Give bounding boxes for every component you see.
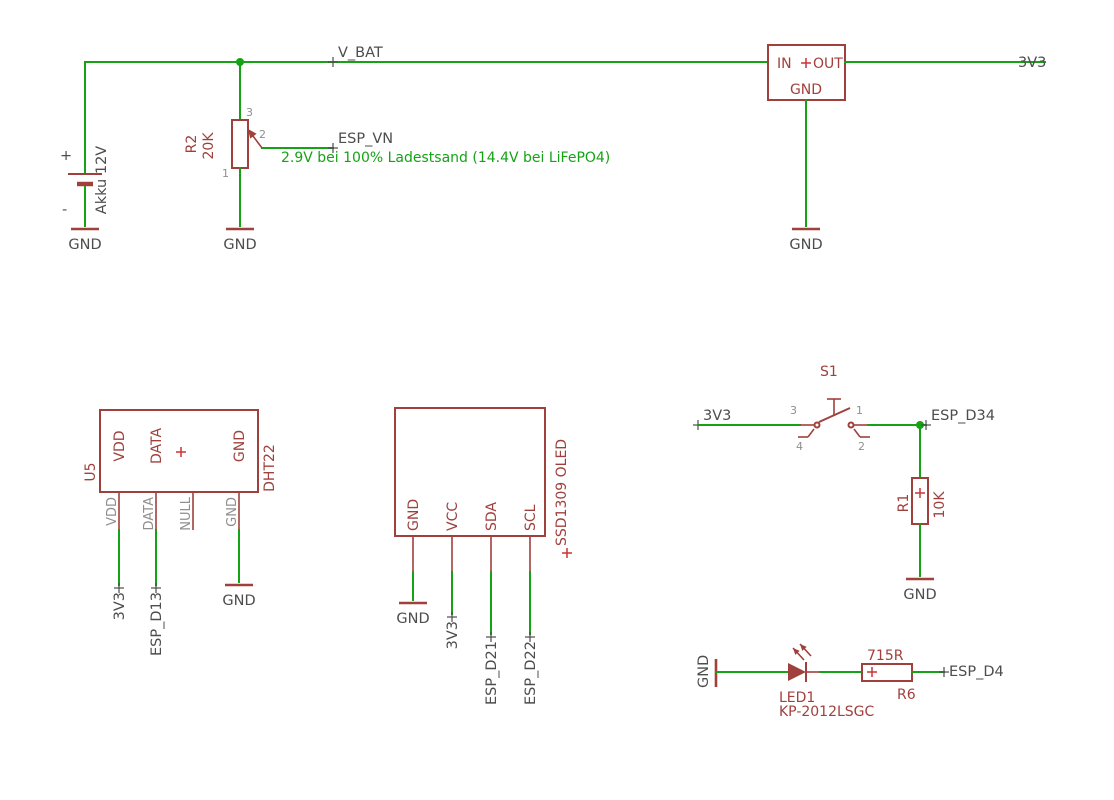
oled-pin-label-sda: SDA xyxy=(484,502,500,531)
oled-body xyxy=(394,407,546,537)
dht22-sensor: VDD DATA GND U5 DHT22 VDD DATA NULL GND … xyxy=(83,409,278,656)
part-origin-cross xyxy=(866,666,878,678)
switch-pin2-number: 2 xyxy=(858,440,865,453)
oled-display: GND VCC SDA SCL SSD1309 OLED GND 3V3 ESP… xyxy=(394,407,573,705)
dht22-pin-label-vdd: VDD xyxy=(105,497,120,526)
charge-note-text: 2.9V bei 100% Ladestsand (14.4V bei LiFe… xyxy=(281,150,610,166)
led-ref-label: LED1 xyxy=(779,690,815,706)
battery-value-label: Akku 12V xyxy=(94,146,110,215)
dht22-pin-label-null: NULL xyxy=(179,496,194,530)
net-label-esp-d22: ESP_D22 xyxy=(523,641,539,705)
net-label-anchor-cross xyxy=(938,666,950,678)
gnd-label: GND xyxy=(68,237,101,253)
net-label-anchor-cross xyxy=(446,611,458,623)
pot-pin3-number: 3 xyxy=(246,106,253,119)
net-label-anchor-cross xyxy=(920,419,932,431)
switch-pole-link xyxy=(853,428,861,438)
oled-pin-label-gnd: GND xyxy=(406,499,422,531)
switch-pin4-number: 4 xyxy=(796,440,803,453)
net-label-esp-d4: ESP_D4 xyxy=(949,664,1004,680)
pot-wiper-arrowhead xyxy=(248,129,257,139)
gnd-label: GND xyxy=(789,237,822,253)
switch-pin3-number: 3 xyxy=(790,404,797,417)
net-label-vbat: V_BAT xyxy=(338,45,383,61)
dht22-pin-label-data: DATA xyxy=(142,497,157,531)
led-circuit: GND LED1 KP-2012LSGC 715R R6 ESP_D4 xyxy=(696,643,1004,720)
battery-minus-sign: - xyxy=(62,202,67,218)
potentiometer-r2: 3 2 1 R2 20K ESP_VN 2.9V bei 100% Ladest… xyxy=(184,61,610,253)
net-label-anchor-cross xyxy=(150,582,162,594)
switch-s1: S1 3V3 3 1 4 2 ESP_D34 xyxy=(692,364,995,453)
pot-ref-label: R2 xyxy=(184,135,200,154)
switch-contact xyxy=(813,421,821,429)
voltage-regulator: IN OUT GND GND 3V3 xyxy=(767,44,1046,253)
led-value-label: KP-2012LSGC xyxy=(779,704,875,720)
pot-pin1-number: 1 xyxy=(222,167,229,180)
regulator-pin-out-label: OUT xyxy=(813,56,843,72)
gnd-label: GND xyxy=(903,587,936,603)
gnd-label: GND xyxy=(696,655,712,688)
led-triangle xyxy=(788,663,806,681)
r1-ref-label: R1 xyxy=(896,494,912,513)
r1-value-label: 10K xyxy=(932,491,948,519)
net-label-esp-d34: ESP_D34 xyxy=(931,408,995,424)
led-light-arrowhead xyxy=(793,648,800,655)
oled-pin-label-scl: SCL xyxy=(523,504,539,531)
regulator-pin-in-label: IN xyxy=(777,56,792,72)
dht22-body-pin-vdd: VDD xyxy=(112,430,128,461)
net-label-anchor-cross xyxy=(327,56,339,68)
net-label-esp-d13: ESP_D13 xyxy=(149,592,165,656)
led-light-arrowhead xyxy=(800,644,807,651)
net-label-anchor-cross xyxy=(524,631,536,643)
net-label-anchor-cross xyxy=(485,631,497,643)
pot-pin2-number: 2 xyxy=(259,128,266,141)
dht22-pin-label-gnd: GND xyxy=(225,497,240,527)
part-origin-cross xyxy=(800,57,812,69)
net-label-esp-vn: ESP_VN xyxy=(338,131,393,147)
gnd-label: GND xyxy=(223,237,256,253)
net-label-3v3: 3V3 xyxy=(445,621,461,649)
gnd-label: GND xyxy=(222,593,255,609)
dht22-value-label: DHT22 xyxy=(262,444,278,492)
switch-pole-link xyxy=(807,428,815,438)
resistor-r1: R1 10K GND xyxy=(896,424,948,603)
dht22-body-pin-data: DATA xyxy=(149,428,165,464)
dht22-body xyxy=(99,409,259,493)
battery-plus-sign: + xyxy=(60,148,72,164)
pot-value-label: 20K xyxy=(201,132,217,160)
net-label-anchor-cross xyxy=(113,582,125,594)
net-label-3v3: 3V3 xyxy=(112,592,128,620)
pot-body xyxy=(231,119,249,169)
gnd-label: GND xyxy=(396,611,429,627)
dht22-ref-label: U5 xyxy=(83,462,99,481)
oled-pin-label-vcc: VCC xyxy=(445,502,461,531)
power-rail-net: V_BAT xyxy=(84,45,769,68)
r1-body xyxy=(911,477,929,525)
part-origin-cross xyxy=(914,487,926,499)
part-origin-cross xyxy=(561,547,573,559)
regulator-pin-gnd-label: GND xyxy=(790,82,822,98)
net-label-3v3: 3V3 xyxy=(1018,55,1046,71)
oled-value-label: SSD1309 OLED xyxy=(554,439,570,546)
net-label-esp-d21: ESP_D21 xyxy=(484,641,500,705)
r6-ref-label: R6 xyxy=(897,687,916,703)
switch-ref-label: S1 xyxy=(820,364,838,380)
part-origin-cross xyxy=(175,446,187,458)
net-label-3v3: 3V3 xyxy=(703,408,731,424)
battery-akku12v: + - Akku 12V GND xyxy=(60,61,110,253)
switch-contact xyxy=(847,421,855,429)
switch-pin1-number: 1 xyxy=(856,404,863,417)
dht22-body-pin-gnd: GND xyxy=(232,430,248,462)
r6-value-label: 715R xyxy=(867,648,904,664)
